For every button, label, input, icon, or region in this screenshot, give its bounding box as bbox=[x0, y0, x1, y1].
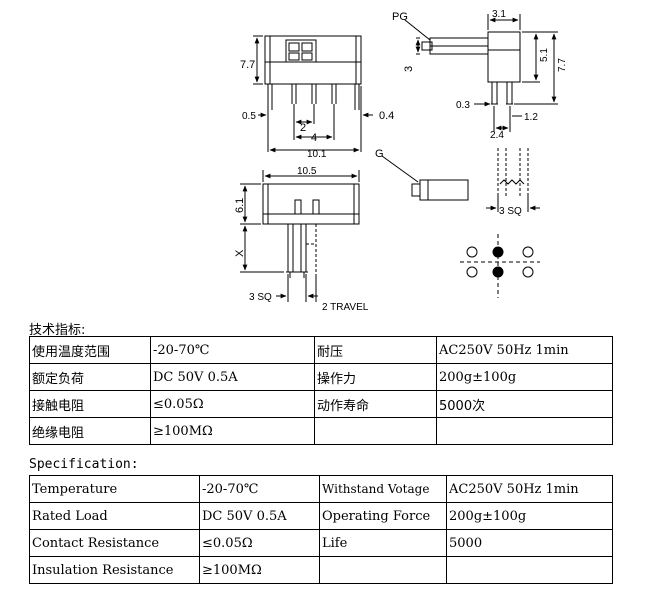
table-cell: AC250V 50Hz 1min bbox=[446, 475, 613, 503]
table-row: Rated Load DC 50V 0.5A Operating Force 2… bbox=[29, 502, 613, 530]
dim-5-1: 5.1 bbox=[539, 48, 550, 62]
side-view bbox=[404, 14, 558, 132]
top-view bbox=[240, 170, 360, 302]
en-spec-table: Temperature -20-70℃ Withstand Votage AC2… bbox=[29, 475, 613, 584]
dim-4: 4 bbox=[311, 132, 317, 144]
table-cell: Insulation Resistance bbox=[29, 556, 200, 584]
table-cell: AC250V 50Hz 1min bbox=[436, 336, 613, 364]
dim-2-4: 2.4 bbox=[490, 130, 504, 141]
dim-3-sq-detail: 3 SQ bbox=[499, 206, 522, 217]
dim-x: X bbox=[234, 249, 246, 257]
dim-3-1: 3.1 bbox=[492, 9, 506, 20]
top-view-body bbox=[262, 183, 360, 225]
front-view bbox=[253, 35, 373, 153]
table-cell: 动作寿命 bbox=[314, 390, 437, 418]
table-row: 接触电阻 ≤0.05Ω 动作寿命 5000次 bbox=[29, 390, 613, 418]
dim-10-1: 10.1 bbox=[307, 149, 327, 160]
table-cell: 绝缘电阻 bbox=[29, 417, 151, 445]
table-cell: 200g±100g bbox=[446, 502, 613, 530]
knob-detail-view bbox=[381, 155, 469, 201]
front-view-knob bbox=[285, 39, 317, 63]
table-cell: ≤0.05Ω bbox=[199, 529, 320, 557]
table-cell bbox=[314, 417, 437, 445]
pad-hole bbox=[466, 266, 478, 278]
table-row: 绝缘电阻 ≥100MΩ bbox=[29, 417, 613, 445]
table-cell: 5000次 bbox=[436, 390, 613, 418]
dim-2: 2 bbox=[300, 122, 306, 134]
table-cell: 使用温度范围 bbox=[29, 336, 151, 364]
knob-square-detail bbox=[486, 148, 540, 212]
table-cell: 耐压 bbox=[314, 336, 437, 364]
dim-0-4: 0.4 bbox=[379, 110, 394, 122]
table-cell bbox=[436, 417, 613, 445]
table-cell bbox=[446, 556, 613, 584]
table-cell: 接触电阻 bbox=[29, 390, 151, 418]
dim-3: 3 bbox=[403, 66, 415, 72]
dim-3-sq-bottom: 3 SQ bbox=[249, 292, 272, 303]
dim-7-7-side: 7.7 bbox=[557, 58, 568, 72]
pcb-footprint bbox=[460, 234, 540, 298]
table-cell: Life bbox=[319, 529, 447, 557]
table-cell: ≥100MΩ bbox=[150, 417, 315, 445]
table-cell: ≥100MΩ bbox=[199, 556, 320, 584]
pad-hole bbox=[522, 246, 534, 258]
table-cell: Temperature bbox=[29, 475, 200, 503]
cn-spec-title: 技术指标: bbox=[29, 323, 86, 338]
table-cell: 200g±100g bbox=[436, 363, 613, 391]
table-cell: Contact Resistance bbox=[29, 529, 200, 557]
top-view-stem bbox=[287, 223, 307, 273]
table-row: Temperature -20-70℃ Withstand Votage AC2… bbox=[29, 475, 613, 503]
dim-0-3: 0.3 bbox=[456, 100, 470, 111]
label-g: G bbox=[375, 148, 384, 160]
dim-6-1: 6.1 bbox=[234, 198, 246, 213]
side-view-body bbox=[487, 31, 521, 83]
table-cell: 5000 bbox=[446, 529, 613, 557]
pad-hole bbox=[466, 246, 478, 258]
table-cell: DC 50V 0.5A bbox=[199, 502, 320, 530]
table-cell: Rated Load bbox=[29, 502, 200, 530]
table-cell bbox=[319, 556, 447, 584]
table-row: 额定负荷 DC 50V 0.5A 操作力 200g±100g bbox=[29, 363, 613, 391]
dim-1-2: 1.2 bbox=[524, 112, 538, 123]
knob-detail-body bbox=[419, 179, 469, 201]
pad-hole bbox=[522, 266, 534, 278]
cn-spec-table: 使用温度范围 -20-70℃ 耐压 AC250V 50Hz 1min 额定负荷 … bbox=[29, 336, 613, 445]
dim-0-5: 0.5 bbox=[242, 111, 256, 122]
pad-filled bbox=[492, 266, 504, 278]
table-cell: Withstand Votage bbox=[319, 475, 447, 503]
table-row: Contact Resistance ≤0.05Ω Life 5000 bbox=[29, 529, 613, 557]
table-cell: DC 50V 0.5A bbox=[150, 363, 315, 391]
dim-7-7-front: 7.7 bbox=[240, 59, 255, 71]
table-cell: Operating Force bbox=[319, 502, 447, 530]
table-cell: -20-70℃ bbox=[199, 475, 320, 503]
table-cell: -20-70℃ bbox=[150, 336, 315, 364]
dim-2-travel: 2 TRAVEL bbox=[322, 302, 369, 313]
dim-10-5: 10.5 bbox=[297, 166, 317, 177]
table-cell: ≤0.05Ω bbox=[150, 390, 315, 418]
technical-drawing: 7.7 0.5 2 4 10.1 0.4 PG 3. bbox=[234, 9, 568, 313]
pad-filled bbox=[492, 246, 504, 258]
table-cell: 操作力 bbox=[314, 363, 437, 391]
table-row: Insulation Resistance ≥100MΩ bbox=[29, 556, 613, 584]
en-spec-title: Specification: bbox=[29, 457, 139, 472]
front-view-body bbox=[264, 35, 362, 85]
label-pg: PG bbox=[392, 11, 408, 23]
table-cell: 额定负荷 bbox=[29, 363, 151, 391]
table-row: 使用温度范围 -20-70℃ 耐压 AC250V 50Hz 1min bbox=[29, 336, 613, 364]
